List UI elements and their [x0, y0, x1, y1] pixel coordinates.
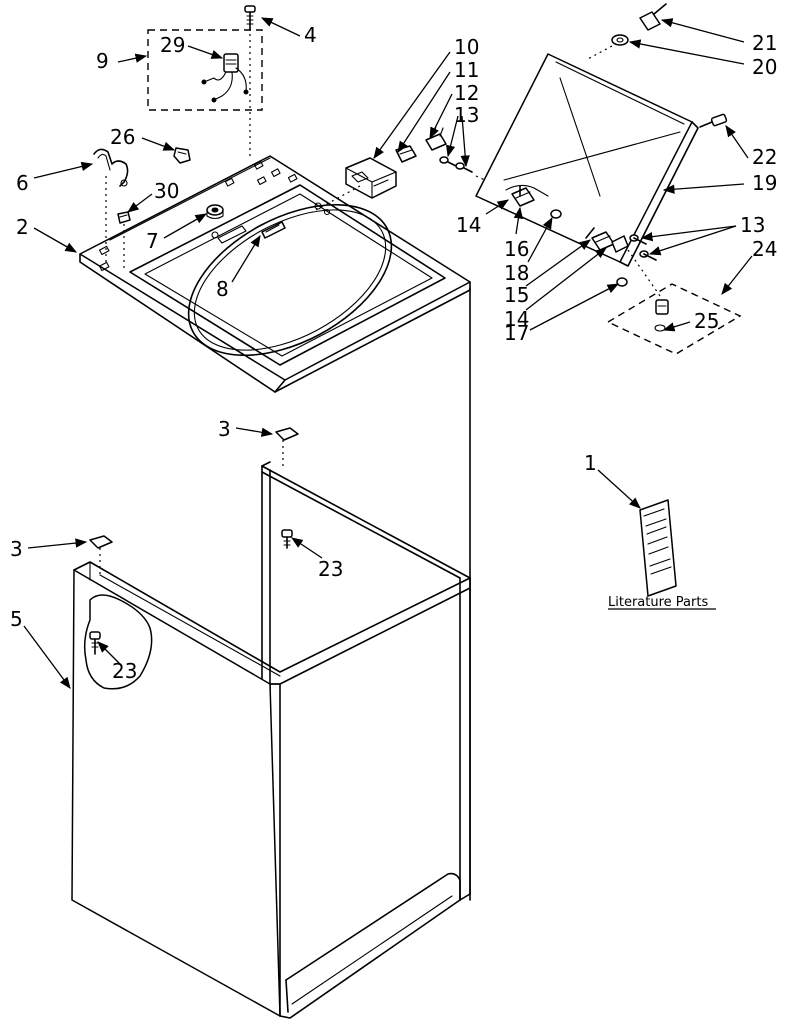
bracket-part-6: [93, 148, 129, 187]
leader-lines: [23, 17, 753, 689]
callout-15: 15: [504, 283, 529, 307]
callout-5: 5: [10, 607, 23, 631]
front-cutaway-window: [83, 594, 153, 690]
top-cover-part: [79, 155, 471, 393]
callout-23-front: 23: [112, 659, 137, 683]
tab-part-3-top: [275, 427, 299, 441]
part-21: [639, 3, 667, 31]
callout-12: 12: [454, 81, 479, 105]
callout-14-top: 14: [456, 213, 481, 237]
callout-11: 11: [454, 58, 479, 82]
cabinet-right-side: [459, 287, 471, 901]
part-25: [654, 299, 669, 332]
callout-1: 1: [584, 451, 597, 475]
hardware-group-24: [606, 283, 742, 355]
callout-3-left: 3: [10, 537, 23, 561]
wiring-harness-group-9: [147, 29, 263, 111]
callout-26: 26: [110, 125, 135, 149]
callout-30: 30: [154, 179, 179, 203]
callout-21: 21: [752, 31, 777, 55]
clip-part-26: [173, 147, 191, 164]
lid-part-19: [475, 53, 699, 267]
callout-14-bottom: 14: [504, 307, 529, 331]
screw-part-23-back: [281, 529, 293, 549]
clip-part-30: [117, 211, 131, 224]
callout-24: 24: [752, 237, 777, 261]
callout-10: 10: [454, 35, 479, 59]
screw-part-4: [244, 5, 256, 31]
literature-parts-caption: Literature Parts: [608, 595, 708, 610]
callout-labels: 4 9 29 26 6 30 2 7 8 10 11 12 13 21 20 2…: [10, 23, 777, 683]
callout-23-back: 23: [318, 557, 343, 581]
tab-part-3-left: [89, 535, 113, 549]
cabinet-back-frame: [261, 461, 471, 691]
callout-3-top: 3: [218, 417, 231, 441]
callout-22: 22: [752, 145, 777, 169]
callout-18: 18: [504, 261, 529, 285]
harness-part-29: [201, 53, 249, 103]
callout-17: 17: [504, 321, 529, 345]
callout-7: 7: [146, 229, 159, 253]
callout-13-top: 13: [454, 103, 479, 127]
literature-booklet-part-1: [639, 499, 677, 597]
part-20: [611, 34, 629, 46]
callout-8: 8: [216, 277, 229, 301]
grommet-part-7: [206, 204, 224, 220]
part-22: [699, 113, 728, 128]
callout-29: 29: [160, 33, 185, 57]
callout-2: 2: [16, 215, 29, 239]
callout-6: 6: [16, 171, 29, 195]
callout-4: 4: [304, 23, 317, 47]
callout-25: 25: [694, 309, 719, 333]
callout-20: 20: [752, 55, 777, 79]
dispenser-part-8: [261, 221, 286, 239]
callout-9: 9: [96, 49, 109, 73]
lid-hinge-hardware: [511, 185, 657, 287]
callout-13-right: 13: [740, 213, 765, 237]
callout-19: 19: [752, 171, 777, 195]
screw-part-23-front: [89, 631, 101, 655]
callout-16: 16: [504, 237, 529, 261]
